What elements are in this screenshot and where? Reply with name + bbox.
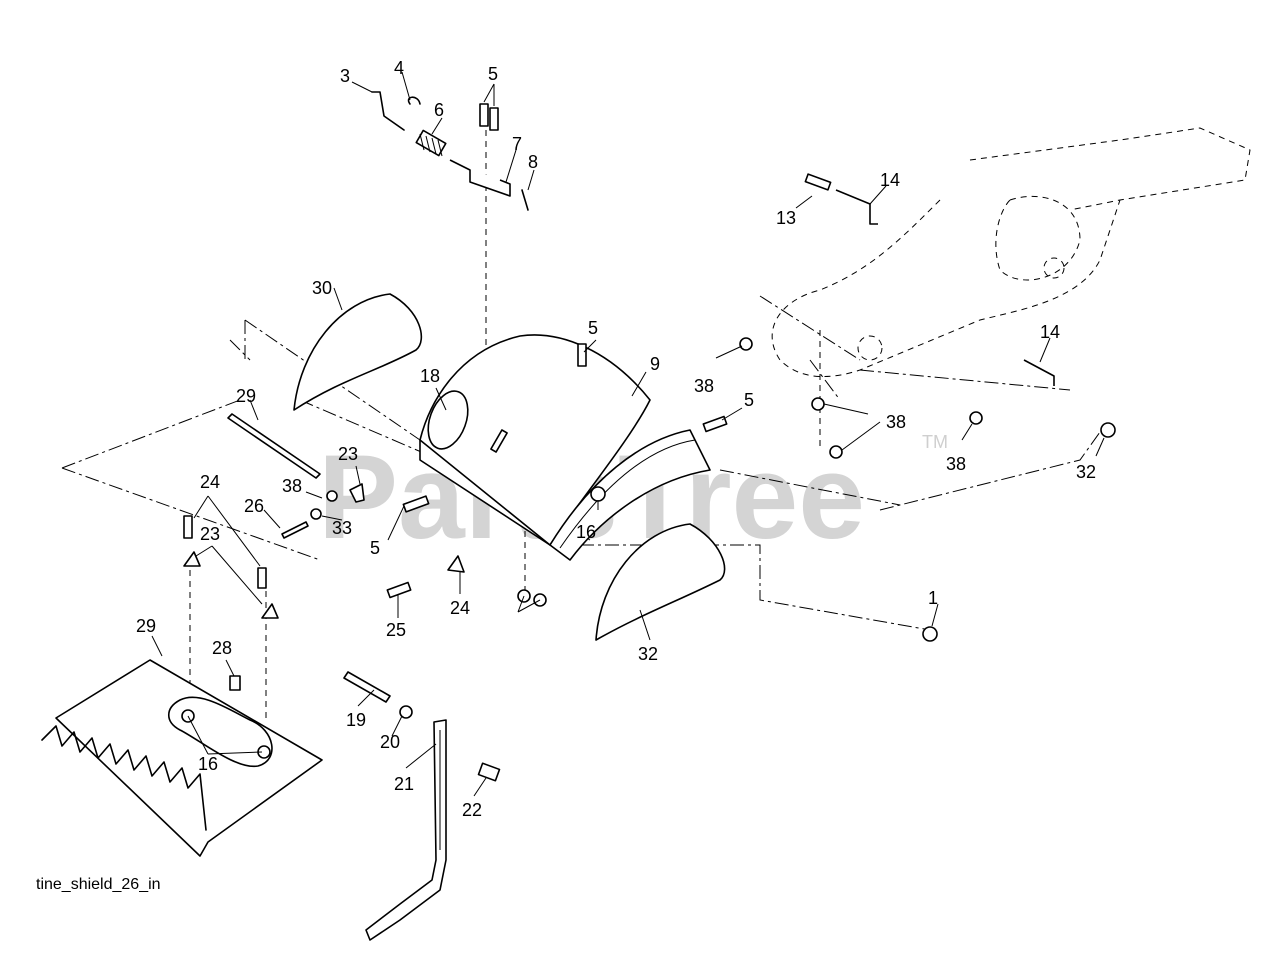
callout-14: 14 — [880, 170, 900, 190]
bolt-13 — [804, 173, 832, 191]
depth-bar-21 — [365, 719, 447, 941]
hairpin-clip — [407, 96, 421, 105]
callout-1: 1 — [928, 588, 938, 608]
callout-9: 9 — [650, 354, 660, 374]
callout-5: 5 — [370, 538, 380, 558]
access-cover-18 — [427, 390, 469, 450]
nut-20 — [399, 705, 413, 719]
callout-19: 19 — [346, 710, 366, 730]
bracket-14-upper — [835, 189, 878, 225]
bolt-5c — [577, 343, 587, 367]
washer-32 — [310, 508, 322, 520]
latch-bracket — [449, 159, 511, 197]
callout-8: 8 — [528, 152, 538, 172]
hardware — [181, 173, 1116, 759]
bolt-5a — [479, 103, 489, 127]
clip-26 — [229, 675, 241, 691]
diagram-caption: tine_shield_26_in — [36, 876, 161, 893]
callout-27: 29 — [136, 616, 156, 636]
callout-22: 22 — [462, 800, 482, 820]
callout-26: 28 — [212, 638, 232, 658]
clip-23b — [447, 555, 465, 573]
tiller-frame — [771, 127, 1251, 378]
callout-30: 32 — [1076, 462, 1096, 482]
callout-20: 20 — [380, 732, 400, 752]
deflector-27 — [41, 659, 323, 857]
callout-32: 33 — [332, 518, 352, 538]
bolt-5d — [702, 415, 728, 433]
depth-bar-assembly — [343, 671, 501, 941]
callout-18: 18 — [420, 366, 440, 386]
callout-23: 23 — [200, 524, 220, 544]
callout-28: 29 — [236, 386, 256, 406]
main-tine-shield — [419, 334, 651, 546]
callout-23: 23 — [338, 444, 358, 464]
callout-5: 5 — [488, 64, 498, 84]
clip-23a — [349, 483, 365, 503]
spring — [415, 129, 447, 157]
callout-24: 24 — [200, 472, 220, 492]
washer-33 — [326, 490, 338, 502]
clip-23c — [183, 551, 201, 567]
callout-6: 6 — [434, 100, 444, 120]
callout-38: 38 — [886, 412, 906, 432]
callout-38: 38 — [694, 376, 714, 396]
pin-19 — [343, 671, 391, 703]
callout-5: 5 — [588, 318, 598, 338]
latch-rod — [371, 91, 405, 131]
callout-4: 4 — [394, 58, 404, 78]
callout-3: 3 — [340, 66, 350, 86]
callout-25: 26 — [244, 496, 264, 516]
callout-29: 30 — [312, 278, 332, 298]
callout-38: 38 — [946, 454, 966, 474]
callout-21: 21 — [394, 774, 414, 794]
callout-23: 24 — [450, 598, 470, 618]
callout-labels: 3 4 5 6 7 8 14 13 30 5 14 9 18 38 29 5 3… — [136, 58, 1096, 820]
callout-16: 16 — [198, 754, 218, 774]
bolt-5b — [489, 107, 499, 131]
side-plate-lower — [595, 523, 726, 641]
nut-30 — [1100, 422, 1116, 438]
nut-1 — [922, 626, 938, 642]
rod-28 — [227, 413, 321, 479]
nut-16 — [590, 486, 606, 502]
bracket-14-lower — [1023, 359, 1055, 386]
callout-7: 7 — [512, 134, 522, 154]
callout-29: 32 — [638, 644, 658, 664]
callout-5: 5 — [744, 390, 754, 410]
side-plate-upper — [293, 293, 423, 411]
callout-33: 38 — [282, 476, 302, 496]
pin-25 — [281, 521, 309, 539]
callout-14: 14 — [1040, 322, 1060, 342]
latch-assembly — [371, 91, 529, 211]
callout-24: 25 — [386, 620, 406, 640]
callout-13: 13 — [776, 208, 796, 228]
leader-lines — [151, 71, 1105, 797]
bolt-22 — [477, 762, 501, 782]
screw-8 — [521, 189, 529, 211]
watermark-trademark: TM — [922, 432, 948, 452]
callout-16: 16 — [576, 522, 596, 542]
